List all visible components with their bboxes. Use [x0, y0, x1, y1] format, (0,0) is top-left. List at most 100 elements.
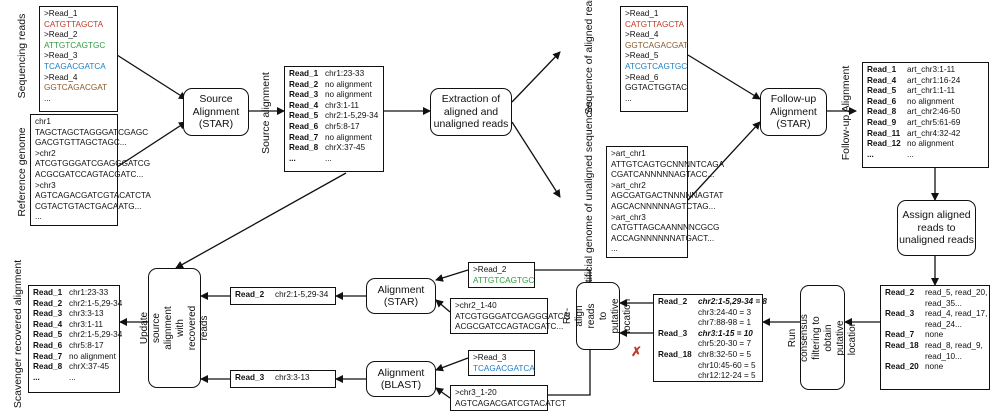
consensus-value: chr7:88-98 = 1 [698, 318, 752, 328]
followup-read: Read_4 [867, 75, 897, 85]
read-name: >Read_2 [44, 30, 78, 40]
source-alignment-label: Source alignment [260, 72, 272, 154]
consensus-row: chr5:20-30 = 7 [658, 339, 758, 350]
followup-read: Read_11 [867, 128, 901, 138]
assignment-value: read_8, read_9, [925, 340, 983, 350]
scavenger-read: Read_1 [33, 288, 63, 297]
artificial-line: ACCAGNNNNNNATGACT... [611, 233, 715, 243]
source-alignment-read: Read_4 [289, 100, 319, 110]
aligned-read-name: >Read_4 [625, 30, 659, 40]
connector-realign-top [535, 269, 591, 282]
arrow-aligned-to-followup [687, 54, 761, 100]
assignment-read: Read_18 [885, 340, 919, 350]
assignment-value: none [925, 362, 944, 372]
followup-read: Read_9 [867, 117, 897, 127]
scavenger-read: Read_5 [33, 330, 63, 340]
assignment-row: Read_3 read_4, read_17, [885, 309, 988, 320]
aligned-read-sequence: CATGTTAGCTA [625, 19, 685, 29]
assignment-row: Read_20 none [885, 362, 985, 373]
scavenger-row: Read_8 chrX:37-45 [33, 362, 115, 373]
followup-read: Read_1 [867, 65, 897, 74]
scavenger-read: Read_4 [33, 319, 63, 329]
read-name: >Read_4 [44, 72, 78, 82]
consensus-value: chr2:1-5,29-34 = 8 [698, 297, 767, 306]
consensus-read: Read_3 [658, 328, 688, 338]
assignment-value-cont: read_35... [925, 298, 962, 308]
source-alignment-value: chrX:37-45 [325, 143, 366, 153]
assignment-value: none [925, 330, 944, 340]
arrow-reads-to-source [116, 54, 187, 100]
source-alignment-value: no alignment [325, 90, 372, 100]
arrow-query3-to-blast [435, 357, 469, 372]
read3-target-line: >chr3_1-20 [455, 388, 497, 397]
source-alignment-row: Read_8 chrX:37-45 [289, 143, 379, 154]
followup-value: art_chr1:1-11 [907, 86, 956, 96]
assignment-read: Read_20 [885, 362, 919, 372]
arrow-extract-to-aligned [511, 51, 561, 103]
reference-line: AGTCAGACGATCGTACATCTA [35, 191, 151, 201]
read2-query-sequence: ATTGTCAGTGC [473, 275, 535, 285]
read-name: >Read_3 [44, 51, 78, 61]
artificial-genome-label: Artificial genome of unaligned sequences [583, 101, 595, 293]
assignment-row: Read_18 read_8, read_9, [885, 341, 985, 352]
recovered-value: chr2:1-5,29-34 [275, 290, 329, 299]
scavenger-value: chrX:37-45 [69, 362, 110, 372]
source-alignment-read: Read_6 [289, 121, 319, 131]
read3-query-sequence: TCAGACGATCA [473, 363, 535, 373]
followup-value: no alignment [907, 139, 954, 149]
scavenger-read: Read_8 [33, 362, 63, 372]
followup-value: no alignment [907, 96, 954, 106]
consensus-row: Read_3 chr3:1-15 = 10 [658, 329, 758, 340]
aligned-read-sequence: GGTCAGACGAT [625, 40, 689, 50]
read2-target-line: ACGCGATCCAGTACGATC... [455, 322, 564, 332]
followup-alignment-label: Follow-up Alignment [840, 65, 852, 161]
read-sequence: TCAGACGATCA [44, 61, 106, 71]
reference-line: ... [35, 212, 42, 222]
consensus-value: chr3:1-15 = 10 [698, 328, 753, 338]
scavenger-read: Read_7 [33, 351, 63, 361]
reference-line: >chr2 [35, 148, 56, 158]
followup-read: Read_12 [867, 139, 901, 149]
scavenger-read: Read_2 [33, 298, 63, 308]
consensus-read: Read_2 [658, 297, 688, 306]
assign-step: Assign aligned reads to unaligned reads [897, 200, 976, 256]
read-sequence: GGTCAGACGAT [44, 83, 108, 93]
scavenger-read: Read_3 [33, 309, 63, 319]
source-alignment-value: no alignment [325, 132, 372, 142]
scavenger-value: chr5:8-17 [69, 340, 104, 350]
source-alignment-row: Read_4 chr3:1-11 [289, 101, 379, 112]
source-alignment-value: chr3:1-11 [325, 100, 359, 110]
aligned-read-sequence: GGTACTGGTAC [625, 83, 688, 93]
arrow-target2-to-star [435, 299, 451, 313]
realign-step: Re-align reads to putative location [562, 282, 633, 350]
aligned-read-name: >Read_5 [625, 51, 659, 61]
aligned-read-sequence: ATCGTCAGTGC [625, 61, 688, 71]
consensus-row: chr7:88-98 = 1 [658, 318, 758, 329]
read-sequence: CATGTTAGCTA [44, 19, 104, 29]
read2-target-line: ATCGTGGGATCGAGGGATCG [455, 311, 571, 321]
consensus-value: chr3:24-40 = 3 [698, 307, 752, 317]
assignment-value: read_4, read_17, [925, 309, 988, 319]
scavenger-value: chr3:3-13 [69, 309, 104, 319]
reference-line: chr1 [35, 117, 51, 126]
assignment-read: Read_7 [885, 330, 915, 340]
source-alignment-read: Read_8 [289, 143, 319, 153]
read-name: ... [44, 93, 51, 103]
scavenger-label: Scavenger recovered alignment [12, 259, 24, 409]
assignment-read: Read_3 [885, 309, 915, 319]
